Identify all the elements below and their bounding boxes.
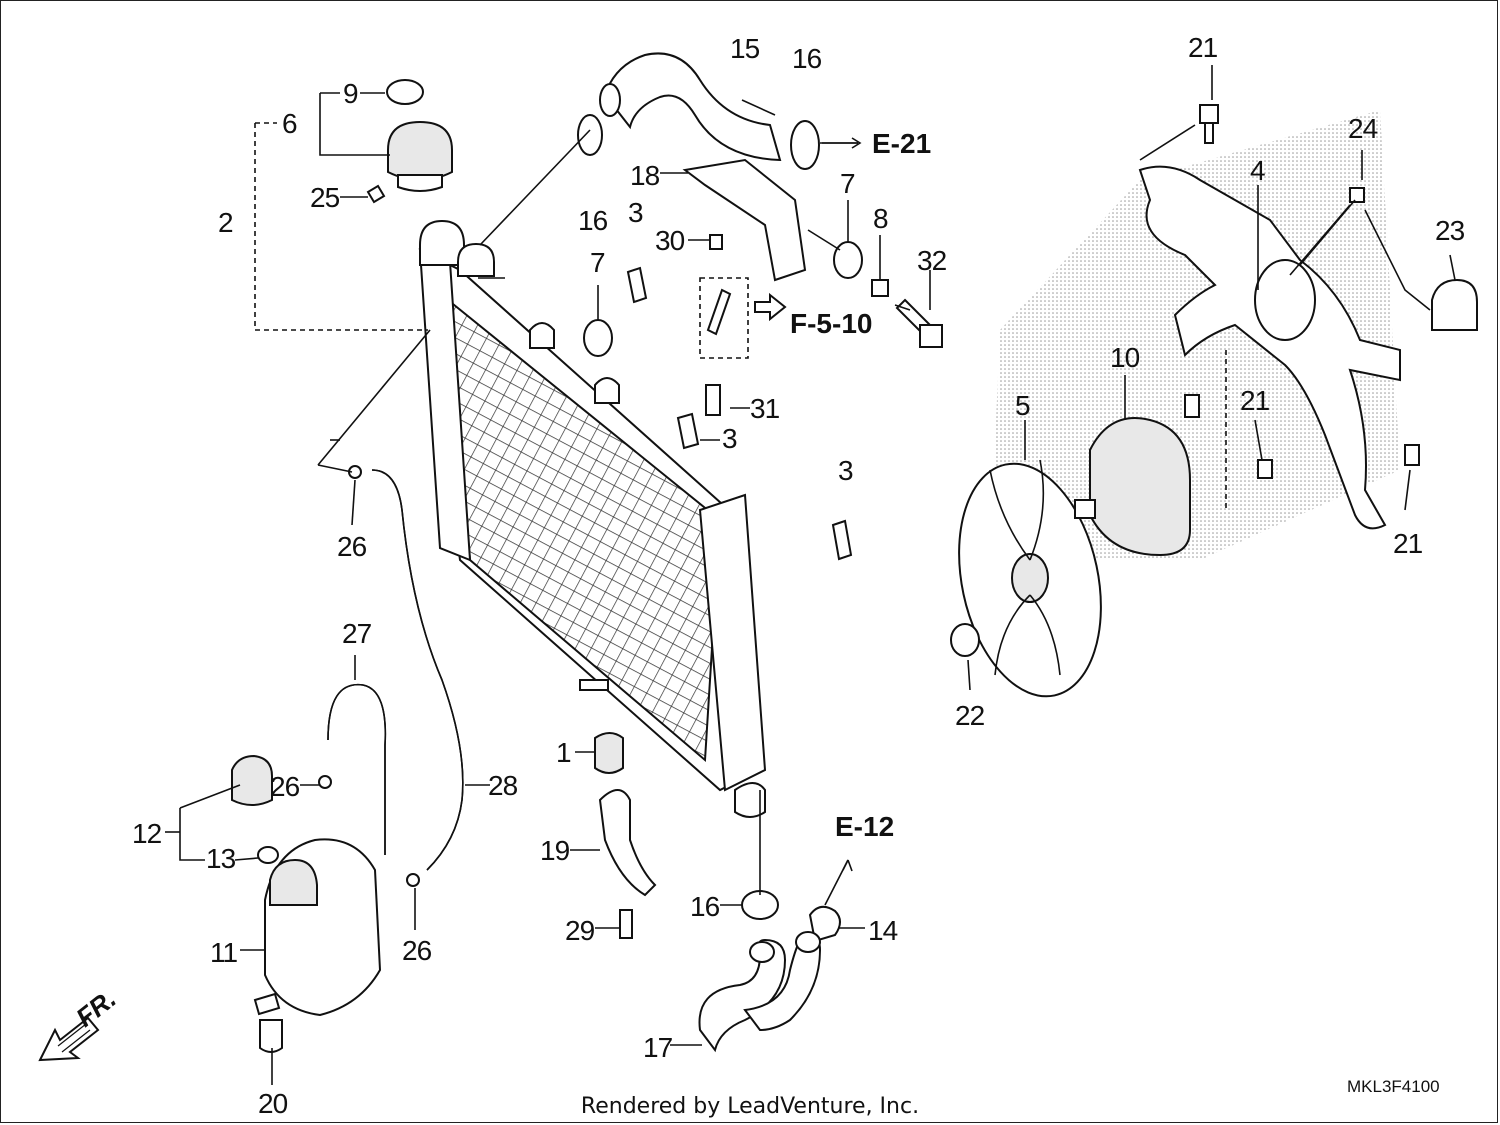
- callout-28: 28: [488, 770, 518, 801]
- ref-f510: F-5-10: [790, 308, 872, 339]
- callout-25: 25: [310, 182, 340, 213]
- bolt-29: [619, 909, 633, 939]
- upper-hose: [599, 52, 782, 162]
- callout-8: 8: [873, 203, 888, 234]
- callout-29: 29: [565, 915, 595, 946]
- callout-12: 12: [132, 818, 162, 849]
- lower-hose-17: [698, 931, 822, 1053]
- reserve-tank-11: [253, 838, 382, 1017]
- callout-1: 1: [556, 737, 571, 768]
- radiator-lower-outlet: [734, 782, 766, 818]
- mounting-rubber-1: [594, 732, 624, 774]
- hose-clamp-16-lower: [741, 890, 779, 920]
- o-ring-9: [386, 79, 424, 105]
- fan-motor-10: [1074, 394, 1200, 557]
- callout-16-top-right: 16: [792, 43, 822, 74]
- callout-3-upper: 3: [628, 197, 643, 228]
- callout-3-right: 3: [838, 455, 853, 486]
- fan-blade-5: [958, 459, 1102, 698]
- callout-19: 19: [540, 835, 570, 866]
- callout-17: 17: [643, 1032, 673, 1063]
- collar-8: [871, 279, 889, 297]
- bolt-32: [895, 298, 943, 348]
- clip-3-upper: [626, 266, 648, 304]
- radiator-core: [418, 248, 767, 792]
- callout-2: 2: [218, 207, 233, 238]
- callout-7-right: 7: [840, 168, 855, 199]
- bolt-31: [705, 384, 721, 416]
- callout-5: 5: [1015, 390, 1030, 421]
- bracket-19: [598, 789, 657, 897]
- front-arrow: FR.: [38, 983, 122, 1062]
- callout-7-left: 7: [590, 247, 605, 278]
- clamp-14: [808, 905, 841, 943]
- ref-e12: E-12: [835, 811, 894, 842]
- callout-30: 30: [655, 225, 685, 256]
- callout-10: 10: [1110, 342, 1140, 373]
- footer-credit: Rendered by LeadVenture, Inc.: [581, 1094, 919, 1119]
- callout-23: 23: [1435, 215, 1465, 246]
- callout-27: 27: [342, 618, 372, 649]
- radiator-cap: [387, 120, 453, 192]
- hose-clamp-16-top: [577, 114, 820, 170]
- tube-clip-26-middle: [318, 775, 332, 789]
- tube-clip-26-lower: [406, 873, 420, 887]
- callout-9: 9: [343, 78, 358, 109]
- callout-20: 20: [258, 1088, 288, 1119]
- siphon-tube-28: [371, 469, 464, 871]
- callout-21-right: 21: [1393, 528, 1423, 559]
- bolt-20: [259, 1019, 283, 1053]
- callout-16-lower: 16: [690, 891, 720, 922]
- callout-6: 6: [282, 108, 297, 139]
- leader-lines: [165, 65, 1456, 1085]
- stay-bracket-18: [682, 158, 807, 359]
- callout-22: 22: [955, 700, 985, 731]
- callout-15: 15: [730, 33, 760, 64]
- bolt-21-top: [1199, 104, 1219, 144]
- callout-14: 14: [868, 915, 898, 946]
- callout-31: 31: [750, 393, 780, 424]
- ref-e21: E-21: [872, 128, 931, 159]
- callout-13: 13: [206, 843, 236, 874]
- bolt-21-right: [1404, 444, 1420, 466]
- callout-3-middle: 3: [722, 423, 737, 454]
- callout-21-middle: 21: [1240, 385, 1270, 416]
- callout-26-top: 26: [337, 531, 367, 562]
- breather-tube-27: [327, 683, 387, 855]
- callout-32: 32: [917, 245, 947, 276]
- bolt-21-middle: [1257, 459, 1273, 479]
- nut-22: [950, 623, 980, 657]
- clip-3-middle: [676, 412, 700, 450]
- radiator-filler-neck: [419, 219, 495, 277]
- nut-24: [1349, 187, 1365, 203]
- callout-26-lower: 26: [402, 935, 432, 966]
- grommet-7-right: [833, 241, 863, 279]
- connector-23: [1431, 278, 1478, 331]
- callout-26-middle: 26: [270, 771, 300, 802]
- clip-3-right: [831, 519, 853, 561]
- reserve-tank-cap-12: [231, 754, 273, 806]
- callout-labels: 1 2 3 3 3 4 5 6 7 7 8 9 10 11 12 13 14 1…: [132, 32, 1466, 1119]
- callout-16-upper: 16: [578, 205, 608, 236]
- callout-24: 24: [1348, 113, 1378, 144]
- section-references: E-21 F-5-10 E-12: [790, 128, 931, 842]
- callout-4: 4: [1250, 155, 1265, 186]
- callout-18: 18: [630, 160, 660, 191]
- callout-11: 11: [210, 937, 237, 968]
- callout-21-top: 21: [1188, 32, 1218, 63]
- diagram-code: MKL3F4100: [1347, 1077, 1440, 1096]
- screw-25: [366, 184, 386, 204]
- seal-13: [257, 846, 279, 864]
- grommet-7-left: [583, 319, 613, 357]
- bolt-30: [709, 234, 723, 250]
